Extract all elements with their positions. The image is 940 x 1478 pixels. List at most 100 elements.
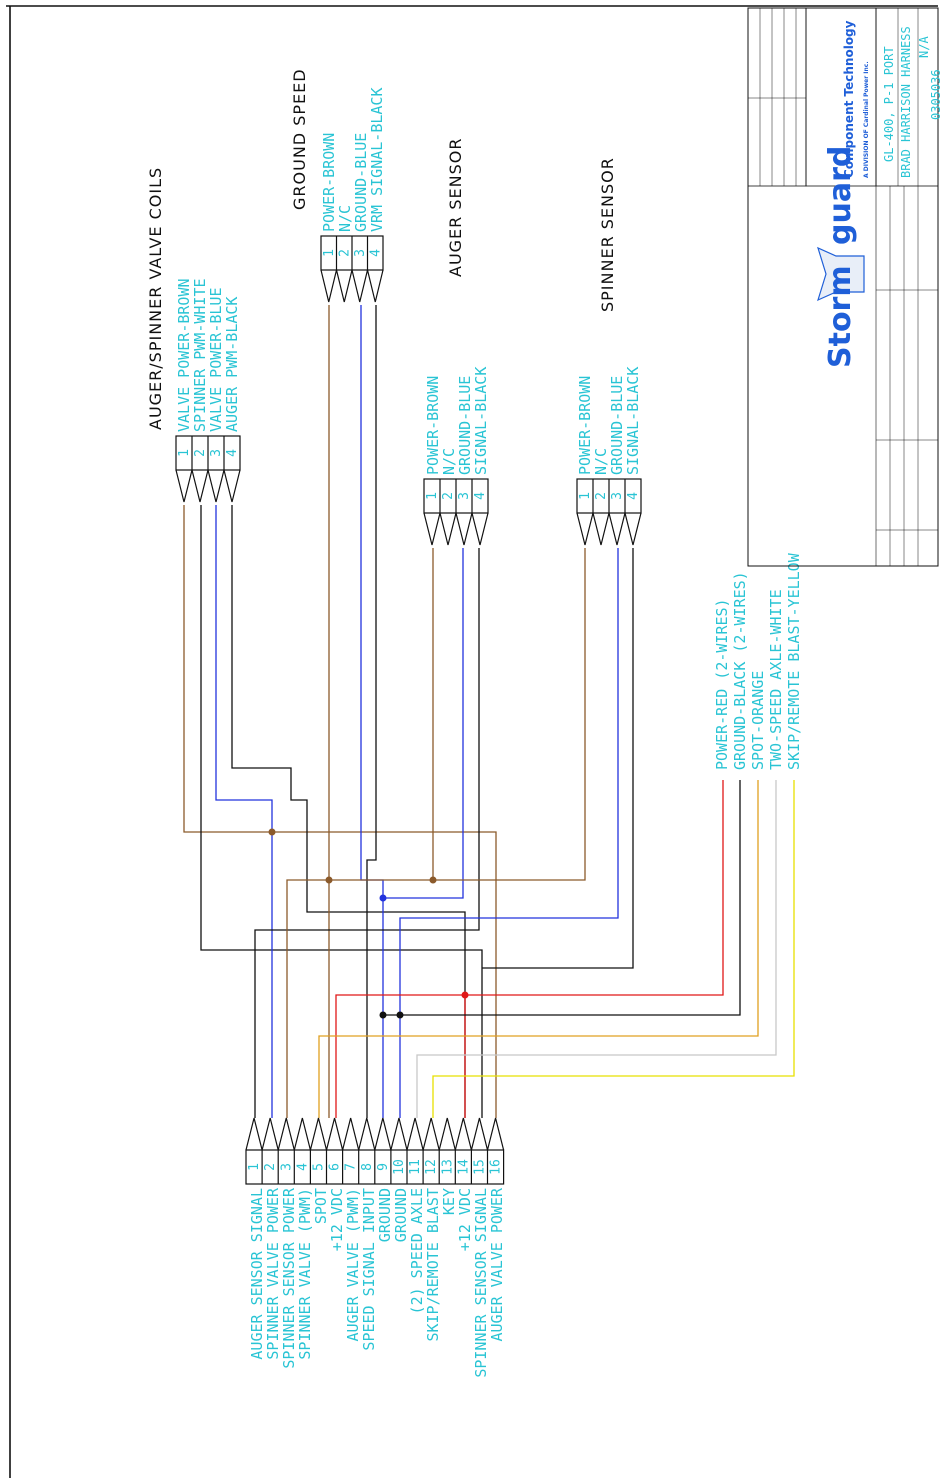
pin-number: 2 — [337, 249, 352, 257]
stormguard-logo: Storm guard — [817, 146, 865, 368]
gs-pin-label: VRM SIGNAL-BLACK — [368, 88, 386, 233]
splice-dot — [325, 876, 333, 884]
pin-contact — [366, 269, 384, 303]
valve-pin-label: VALVE POWER-BROWN — [175, 278, 193, 432]
main-pin-label: SPINNER SENSOR POWER — [280, 1187, 298, 1369]
main-connector-labels: AUGER SENSOR SIGNAL SPINNER VALVE POWER … — [248, 1187, 506, 1378]
loose-wire-label: TWO-SPEED AXLE-WHITE — [767, 589, 785, 770]
pin-number: 2 — [263, 1163, 278, 1171]
pin-number: 1 — [425, 492, 440, 500]
pin-number: 3 — [279, 1163, 294, 1171]
pin-number: 1 — [322, 249, 337, 257]
pin-contact — [624, 512, 642, 546]
pin-contact — [325, 1117, 344, 1151]
pin-number: 2 — [193, 449, 208, 457]
ground-speed-title: GROUND SPEED — [290, 68, 309, 210]
main-pin-label: SPOT — [312, 1188, 330, 1224]
pin-contact — [455, 512, 473, 546]
pin-number: 15 — [472, 1159, 487, 1175]
wire-auger-pwm-black — [231, 505, 466, 1118]
harness-name: BRAD HARRISON HARNESS — [899, 26, 913, 178]
main-pin-label: SPINNER VALVE POWER — [264, 1187, 282, 1360]
valve-pin-label: AUGER PWM-BLACK — [223, 297, 241, 432]
main-pin-label: +12 VDC — [456, 1188, 474, 1251]
as-pin-label: SIGNAL-BLACK — [472, 367, 490, 475]
pin-number: 12 — [424, 1159, 439, 1175]
ss-pin-label: POWER-BROWN — [576, 376, 594, 475]
pin-contact — [422, 1117, 440, 1151]
auger-sensor-labels: POWER-BROWN N/C GROUND-BLUE SIGNAL-BLACK — [424, 367, 490, 475]
gs-pin-label: POWER-BROWN — [320, 133, 338, 232]
main-pin-label: SPINNER SENSOR SIGNAL — [472, 1188, 490, 1378]
pin-contact — [293, 1117, 311, 1151]
scale-value: N/A — [917, 36, 931, 58]
ss-pin-label: N/C — [592, 448, 610, 475]
pin-number: 3 — [457, 492, 472, 500]
main-pin-label: +12 VDC — [328, 1188, 346, 1251]
pin-contact — [471, 512, 489, 546]
pin-number: 9 — [376, 1163, 391, 1171]
part-number: GL-400, P-1 PORT — [882, 46, 896, 162]
title-block: Component Technology A DIVISION OF Cardi… — [747, 7, 940, 567]
wire-spot-orange — [318, 780, 759, 1118]
pin-contact — [261, 1117, 279, 1151]
loose-wire-labels: POWER-RED (2-WIRES) GROUND-BLACK (2-WIRE… — [713, 552, 803, 770]
pin-contact — [406, 1117, 424, 1151]
splice-dot — [461, 991, 469, 999]
splice-dot — [379, 894, 387, 902]
splice-dot — [396, 1011, 404, 1019]
part-panel — [875, 7, 939, 187]
info-table — [747, 7, 807, 187]
pin-contact — [423, 512, 441, 546]
wire-ground-black — [383, 780, 741, 1016]
main-pin-label: (2) SPEED AXLE — [408, 1188, 426, 1314]
pin-number: 1 — [578, 492, 593, 500]
pin-number: 4 — [295, 1163, 310, 1171]
pin-contact — [351, 269, 369, 303]
valve-pin-label: VALVE POWER-BLUE — [207, 288, 225, 433]
pin-contact — [486, 1117, 505, 1151]
loose-wire-label: SKIP/REMOTE BLAST-YELLOW — [785, 552, 803, 770]
wire-ss-signal-black — [482, 548, 634, 969]
pin-contact — [191, 469, 209, 503]
pin-contact — [454, 1117, 472, 1151]
logo-guard: guard — [823, 146, 858, 245]
valve-coils-labels: VALVE POWER-BROWN SPINNER PWM-WHITE VALV… — [175, 278, 241, 432]
pin-contact — [223, 469, 241, 503]
pin-number: 3 — [209, 449, 224, 457]
pin-number: 7 — [344, 1163, 359, 1171]
main-pin-label: GROUND — [392, 1188, 410, 1242]
pin-number: 4 — [473, 492, 488, 500]
wire-ss-power-brown — [286, 548, 586, 1118]
pin-number: 3 — [353, 249, 368, 257]
pin-contact — [470, 1117, 489, 1151]
splice-dots — [268, 828, 469, 1019]
pin-contact — [335, 269, 353, 303]
pin-contact — [592, 512, 610, 546]
pin-number: 10 — [392, 1159, 407, 1175]
loose-wire-label: SPOT-ORANGE — [749, 671, 767, 770]
pin-number: 2 — [441, 492, 456, 500]
pin-contact — [277, 1117, 295, 1151]
loose-wire-label: POWER-RED (2-WIRES) — [713, 598, 731, 770]
pin-number: 14 — [456, 1159, 471, 1175]
splice-dot — [379, 1011, 387, 1019]
ss-pin-label: GROUND-BLUE — [608, 376, 626, 475]
document-number: 0305036 — [929, 69, 940, 120]
wire-as-ground-blue — [383, 548, 464, 899]
valve-coils-title: AUGER/SPINNER VALVE COILS — [146, 167, 165, 430]
pin-contact — [207, 469, 225, 503]
as-pin-label: GROUND-BLUE — [456, 376, 474, 475]
wire-as-signal-black — [254, 548, 480, 1118]
company-name: Component Technology — [842, 20, 856, 178]
main-pin-label: SKIP/REMOTE BLAST — [424, 1188, 442, 1342]
pin-number: 3 — [610, 492, 625, 500]
gs-pin-label: N/C — [336, 205, 354, 232]
pin-number: 1 — [247, 1163, 262, 1171]
auger-sensor-title: AUGER SENSOR — [446, 138, 465, 277]
pin-number: 16 — [489, 1159, 504, 1175]
